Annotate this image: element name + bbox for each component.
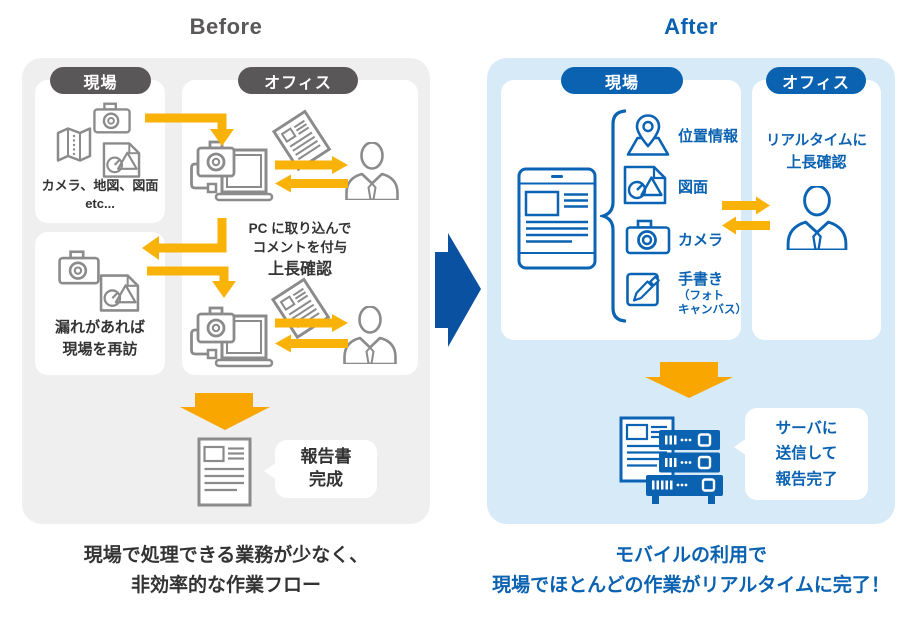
feature-label-camera: カメラ (678, 232, 724, 249)
document-icon (271, 109, 334, 175)
before-office-badge: オフィス (238, 67, 358, 94)
before-revisit-card: 漏れがあれば 現場を再訪 (35, 232, 165, 375)
big-down-arrow (180, 393, 270, 430)
feature-sub1: （フォト (678, 290, 724, 302)
drawing-icon (99, 274, 140, 312)
report-document-icon (197, 437, 252, 507)
feature-label-handwriting: 手書き (678, 271, 724, 288)
map-pin-icon (626, 114, 670, 156)
after-office-badge: オフィス (766, 67, 866, 94)
person-icon (343, 306, 397, 364)
report-bubble-line1: 報告書 (300, 447, 352, 467)
person-icon (786, 186, 848, 250)
after-summary-line1: モバイルの利用で (614, 545, 767, 566)
after-summary-line2: 現場でほとんどの作業がリアルタイムに完了！ (492, 575, 890, 597)
after-panel: 位置情報 図面 カメラ 手書 (487, 58, 895, 524)
after-title: After (664, 14, 718, 39)
after-office-note-line2: 上長確認 (786, 154, 847, 171)
feature-label-location: 位置情報 (678, 128, 739, 145)
before-panel: カメラ、地図、図面 etc... 漏れがあれば 現場を再訪 (22, 58, 430, 524)
report-bubble-line2: 完成 (309, 470, 343, 489)
brace-icon (600, 109, 626, 323)
before-summary-line1: 現場で処理できる業務が少なく、 (83, 545, 369, 566)
camera-icon (93, 102, 131, 134)
after-field-badge: 現場 (561, 67, 683, 94)
revisit-caption-line1: 漏れがあれば (54, 319, 145, 336)
after-field-card: 位置情報 図面 カメラ 手書 (501, 80, 747, 340)
server-bubble-line2: 送信して (775, 445, 838, 463)
office-note-line2: コメントを付与 (252, 240, 348, 255)
before-title: Before (189, 14, 263, 39)
camera-laptop-icon (190, 306, 274, 368)
big-down-arrow (645, 362, 733, 398)
before-after-transition-arrow (435, 233, 481, 347)
before-summary: 現場で処理できる業務が少なく、 非効率的な作業フロー (12, 541, 440, 602)
feature-sub2: キャンバス） (678, 304, 747, 316)
materials-caption-line1: カメラ、地図、図面 (41, 178, 159, 193)
document-icon (270, 277, 333, 343)
drawing-icon (623, 165, 667, 205)
materials-caption-line2: etc... (85, 196, 115, 211)
before-office-card: PC に取り込んで コメントを付与 上長確認 (182, 80, 418, 375)
before-field-materials-card: カメラ、地図、図面 etc... (35, 80, 165, 223)
drawing-icon (102, 142, 141, 178)
server-icon (646, 430, 723, 504)
before-field-badge: 現場 (50, 67, 151, 94)
tablet-icon (517, 167, 597, 270)
server-bubble-line3: 報告完了 (775, 470, 838, 488)
map-icon (56, 127, 92, 162)
after-summary: モバイルの利用で 現場でほとんどの作業がリアルタイムに完了！ (464, 541, 916, 602)
feature-label-drawing: 図面 (678, 179, 709, 196)
office-note-approval: 上長確認 (267, 261, 332, 278)
camera-icon (58, 250, 100, 285)
report-complete-bubble: 報告書 完成 (264, 440, 377, 498)
handwriting-icon (626, 272, 660, 307)
person-icon (345, 142, 399, 200)
server-bubble-line1: サーバに (775, 419, 838, 437)
revisit-caption-line2: 現場を再訪 (62, 341, 138, 358)
camera-laptop-icon (190, 140, 274, 202)
before-summary-line2: 非効率的な作業フロー (130, 575, 321, 597)
after-office-card: リアルタイムに 上長確認 (752, 80, 881, 340)
camera-icon (625, 219, 671, 255)
after-office-note-line1: リアルタイムに (765, 133, 868, 149)
server-bubble: サーバに 送信して 報告完了 (734, 408, 868, 500)
office-note-line1: PC に取り込んで (248, 221, 352, 236)
